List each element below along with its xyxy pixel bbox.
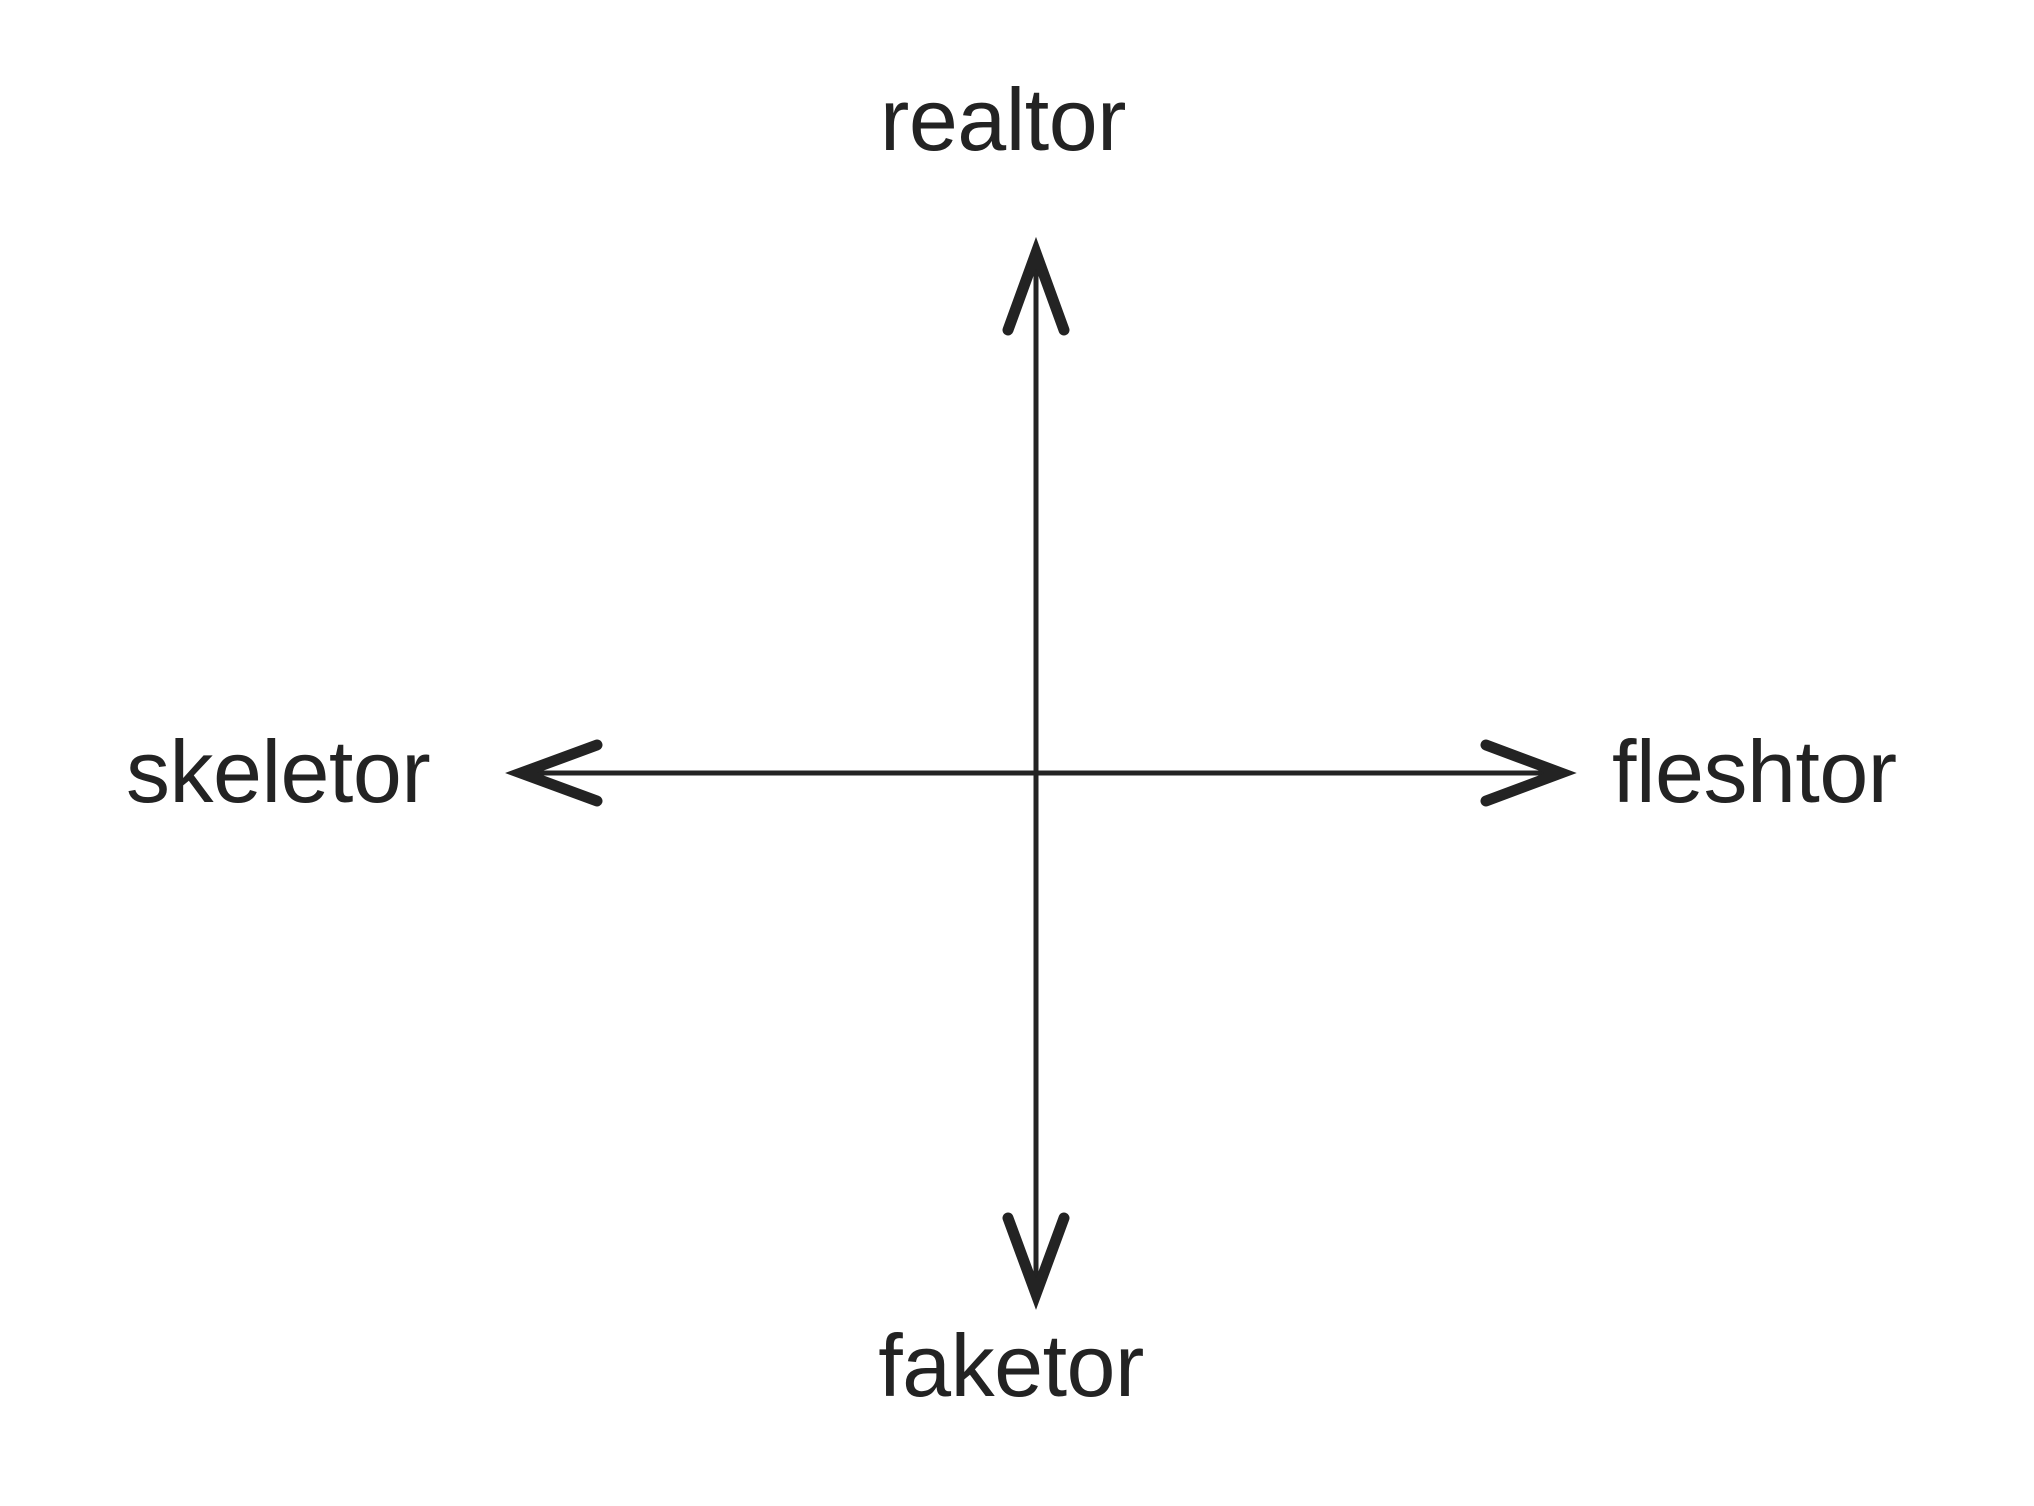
axis-label-left: skeletor <box>126 722 431 821</box>
arrowhead-left-icon <box>505 739 603 807</box>
arrowhead-up-icon <box>1002 236 1070 336</box>
arrowhead-down-icon <box>1002 1212 1070 1310</box>
axis-label-top: realtor <box>880 70 1126 169</box>
axis-label-right: fleshtor <box>1612 722 1897 821</box>
axis-label-bottom: faketor <box>878 1316 1144 1415</box>
arrowhead-right-icon <box>1480 739 1577 807</box>
